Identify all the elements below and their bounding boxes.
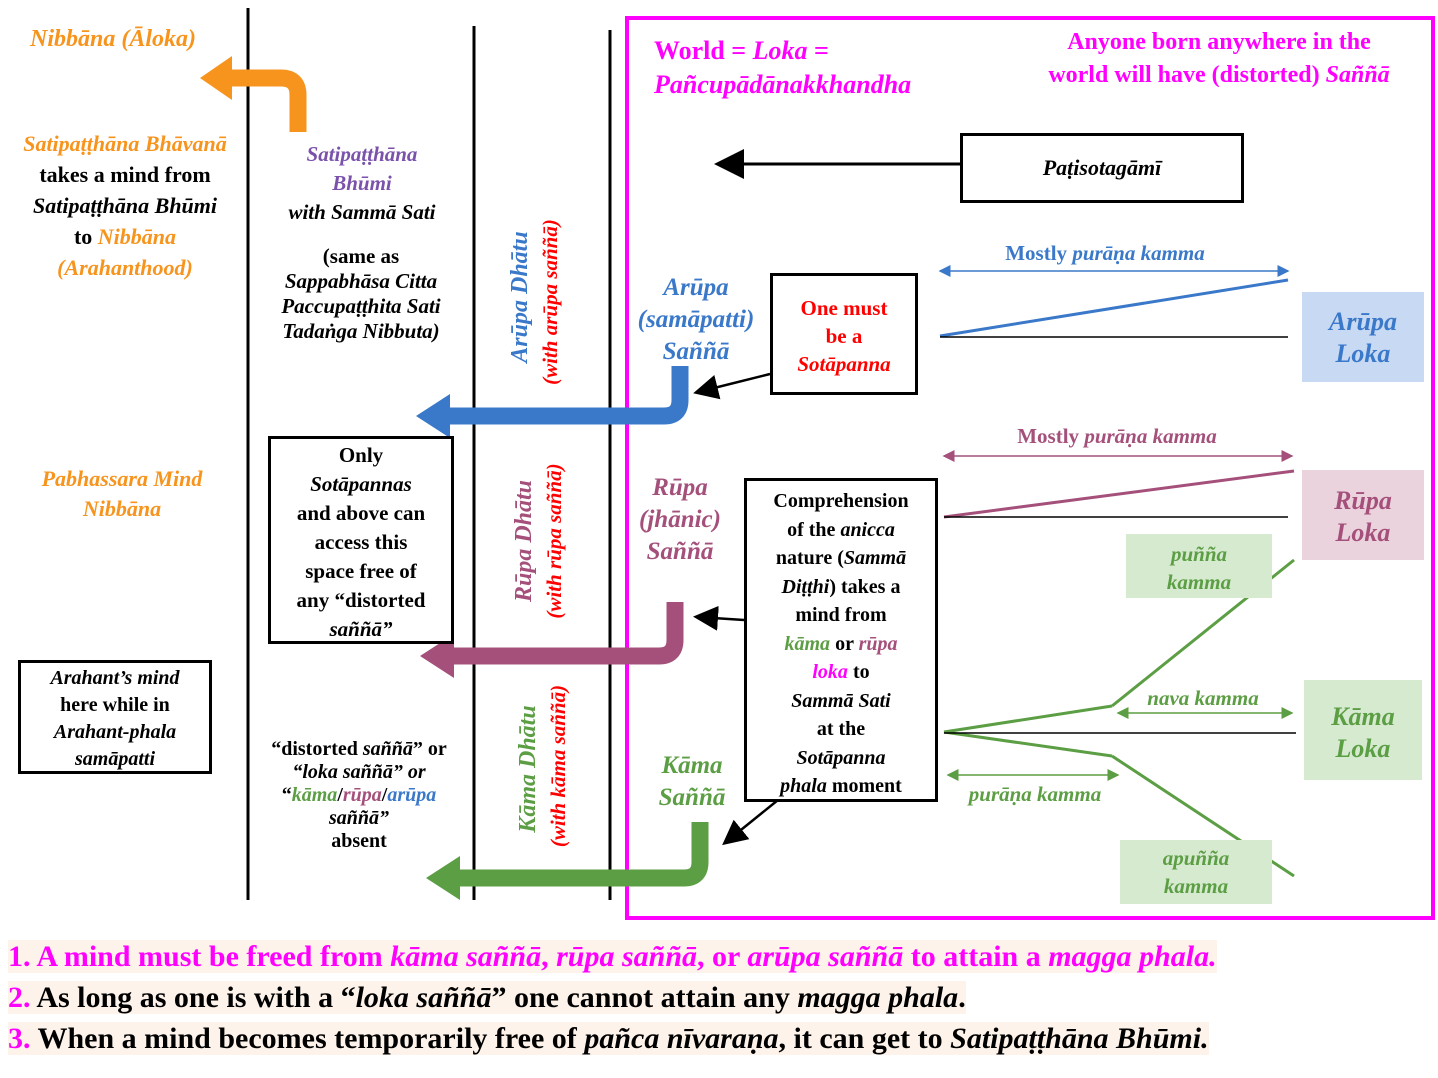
note-2: 2. As long as one is with a “loka saññā”… bbox=[8, 981, 966, 1014]
rupa-loka-panel bbox=[1302, 470, 1424, 560]
note-1: 1. A mind must be freed from kāma saññā,… bbox=[8, 940, 1217, 973]
kama-dhatu-label: Kāma Dhātu bbox=[515, 705, 541, 833]
note-3: 3. When a mind becomes temporarily free … bbox=[8, 1022, 1209, 1055]
arupa-dhatu-sub: (with arūpa saññā) bbox=[538, 219, 562, 385]
arahant-mind-box: Arahant’s mind here while in Arahant-pha… bbox=[18, 660, 212, 774]
arupa-loka-panel bbox=[1302, 292, 1424, 382]
mostly-purana-kamma-arupa: Mostly purāṇa kamma bbox=[1005, 241, 1205, 265]
same-as-note: (same as Sappabhāsa Citta Paccupaṭṭhita … bbox=[281, 244, 441, 343]
distorted-sanna-absent-note: “distorted saññā” or “loka saññā” or “kā… bbox=[271, 738, 447, 852]
patisotagami-box: Paṭisotagāmī bbox=[960, 133, 1244, 203]
arupa-sanna-label: Arūpa(samāpatti)Saññā bbox=[637, 274, 755, 365]
comprehension-box: Comprehension of the anicca nature (Samm… bbox=[744, 478, 938, 802]
world-frame bbox=[625, 16, 1435, 920]
kama-dhatu-sub: (with kāma saññā) bbox=[546, 684, 570, 848]
blue-arrow bbox=[446, 366, 689, 425]
apunna-kamma-panel bbox=[1120, 840, 1272, 904]
nava-kamma-label: nava kamma bbox=[1147, 686, 1259, 710]
green-arrow bbox=[456, 822, 709, 887]
only-sotapannas-box: Only Sotāpannas and above can access thi… bbox=[268, 436, 454, 644]
orange-arrow bbox=[228, 69, 307, 132]
kama-loka-panel bbox=[1304, 680, 1422, 780]
purana-kamma-label: purāṇa kamma bbox=[968, 782, 1102, 806]
nibbana-aloka-label: Nibbāna (Āloka) bbox=[30, 26, 197, 52]
arupa-dhatu-label: Arūpa Dhātu bbox=[507, 231, 533, 363]
rupa-dhatu-sub: (with rūpa saññā) bbox=[542, 463, 566, 619]
world-loka-title: World = Loka = Pañcupādānakkhandha bbox=[654, 36, 912, 99]
rupa-sanna-label: Rūpa(jhānic)Saññā bbox=[639, 474, 721, 565]
punna-kamma-panel bbox=[1126, 534, 1272, 598]
rupa-dhatu-label: Rūpa Dhātu bbox=[511, 479, 537, 603]
plum-arrow bbox=[450, 602, 684, 665]
satipatthana-bhavana-note: Satipaṭṭhāna Bhāvanā takes a mind from S… bbox=[23, 131, 227, 280]
sotapanna-required-box: One must be a Sotāpanna bbox=[770, 273, 918, 395]
mostly-purana-kamma-rupa: Mostly purāṇa kamma bbox=[1017, 424, 1217, 448]
